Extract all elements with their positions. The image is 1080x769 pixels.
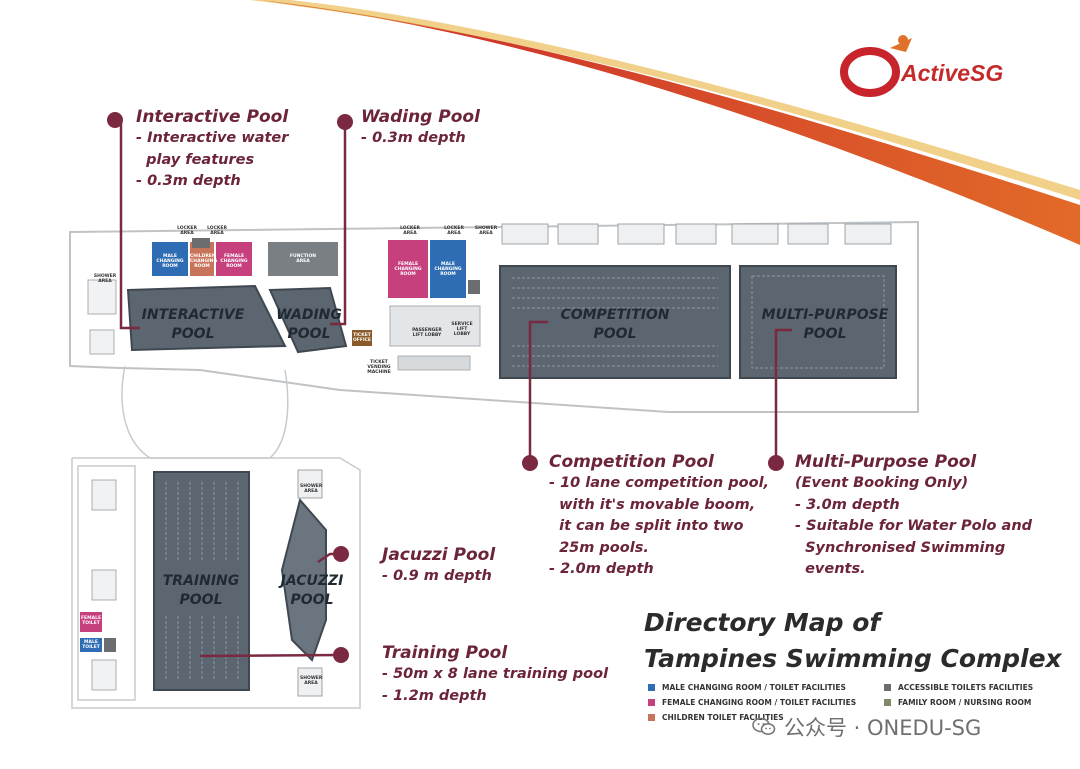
label-female-changing-1: FEMALE CHANGING ROOM: [220, 254, 248, 269]
callout-title: Multi-Purpose Pool: [795, 452, 977, 472]
legend-swatch: [884, 699, 891, 706]
callout-line: - 50m x 8 lane training pool: [382, 666, 609, 682]
callout-line: play features: [136, 151, 255, 168]
legend-item: FAMILY ROOM / NURSING ROOM: [884, 698, 1031, 707]
legend-item: MALE CHANGING ROOM / TOILET FACILITIES: [648, 683, 846, 692]
callout-title: Wading Pool: [361, 107, 480, 127]
label-shower-1: SHOWER AREA: [93, 274, 117, 284]
competition-pool-callout: Competition Pool - 10 lane competition p…: [549, 452, 769, 581]
top-benches: [501, 223, 892, 245]
callout-line: - Interactive water: [136, 130, 289, 146]
callout-line: - 10 lane competition pool,: [549, 475, 770, 491]
jacuzzi-pool-shape: [280, 497, 327, 662]
legend-item: CHILDREN TOILET FACILITIES: [648, 713, 784, 722]
training-pool-shape: [153, 471, 250, 691]
legend-label: FEMALE CHANGING ROOM / TOILET FACILITIES: [662, 698, 857, 707]
multipurpose-pool-marker: [768, 455, 784, 471]
callout-line: - 3.0m depth: [795, 496, 900, 513]
callout-line: it can be split into two: [549, 518, 744, 534]
label-female-toilet: FEMALE TOILET: [80, 616, 102, 626]
callout-title: Competition Pool: [549, 452, 714, 472]
legend-label: CHILDREN TOILET FACILITIES: [662, 713, 784, 722]
wading-pool-shape: [268, 286, 348, 354]
label-children-changing: CHILDREN CHANGING ROOM: [190, 254, 218, 269]
interactive-pool-marker: [107, 112, 123, 128]
callout-line: - Suitable for Water Polo and: [795, 518, 1033, 534]
top-rooms: [87, 238, 481, 371]
callout-line: events.: [795, 561, 866, 577]
label-service-lift: SERVICE LIFT LOBBY: [451, 322, 473, 337]
callout-line: - 0.9 m depth: [382, 568, 492, 584]
walkway-outline: [71, 365, 361, 709]
multipurpose-pool-shape: [739, 265, 897, 379]
watermark: 公众号 · ONEDU-SG: [752, 712, 981, 742]
legend-label: ACCESSIBLE TOILETS FACILITIES: [898, 683, 1034, 692]
interactive-pool-callout: Interactive Pool - Interactive water pla…: [136, 107, 288, 193]
label-ticket-vending: TICKET VENDING MACHINE: [367, 360, 391, 375]
label-passenger-lift: PASSENGER LIFT LOBBY: [412, 328, 442, 338]
label-shower-4: SHOWER AREA: [300, 676, 323, 686]
callout-line: - 2.0m depth: [549, 561, 654, 577]
label-locker-2: LOCKER AREA: [207, 226, 227, 236]
multipurpose-pool-callout: Multi-Purpose Pool (Event Booking Only) …: [795, 452, 1032, 581]
jacuzzi-pool-callout: Jacuzzi Pool - 0.9 m depth: [382, 545, 495, 588]
wading-pool-callout: Wading Pool - 0.3m depth: [361, 107, 480, 150]
interactive-pool-shape: [126, 284, 287, 352]
legend-swatch: [648, 684, 655, 691]
label-function-area: FUNCTION AREA: [289, 254, 317, 264]
label-male-changing-1: MALE CHANGING ROOM: [156, 254, 184, 269]
legend-label: FAMILY ROOM / NURSING ROOM: [898, 698, 1032, 707]
callout-line: (Event Booking Only): [795, 475, 969, 491]
training-pool-callout: Training Pool - 50m x 8 lane training po…: [382, 643, 608, 707]
label-male-changing-2: MALE CHANGING ROOM: [434, 262, 462, 277]
callout-title: Training Pool: [382, 643, 508, 663]
legend-label: MALE CHANGING ROOM / TOILET FACILITIES: [662, 683, 846, 692]
callout-line: - 1.2m depth: [382, 687, 487, 704]
callout-line: with it's movable boom,: [549, 496, 756, 513]
label-locker-3: LOCKER AREA: [400, 226, 420, 236]
callout-line: - 0.3m depth: [136, 173, 241, 189]
activesg-logo-icon: [840, 35, 912, 97]
label-male-toilet: MALE TOILET: [82, 640, 100, 650]
label-locker-4: LOCKER AREA: [444, 226, 464, 236]
legend-swatch: [884, 684, 891, 691]
label-shower-2: SHOWER AREA: [474, 226, 498, 236]
training-pool-marker: [333, 647, 349, 663]
wading-pool-marker: [337, 114, 353, 130]
label-locker-1: LOCKER AREA: [177, 226, 197, 236]
directory-title-line1: Directory Map of: [644, 608, 881, 637]
legend-item: FEMALE CHANGING ROOM / TOILET FACILITIES: [648, 698, 856, 707]
watermark-text: 公众号 · ONEDU-SG: [784, 716, 982, 740]
callout-title: Interactive Pool: [136, 107, 289, 127]
directory-title-line2: Tampines Swimming Complex: [644, 644, 1062, 673]
competition-pool-marker: [522, 455, 538, 471]
callout-line: - 0.3m depth: [361, 130, 466, 146]
legend-item: ACCESSIBLE TOILETS FACILITIES: [884, 683, 1033, 692]
label-ticket-office: TICKET OFFICE: [352, 333, 372, 343]
callout-line: 25m pools.: [549, 539, 649, 556]
jacuzzi-pool-marker: [333, 546, 349, 562]
callout-line: Synchronised Swimming: [795, 539, 1006, 556]
wechat-icon: [752, 717, 776, 737]
bottom-rooms: [80, 469, 323, 697]
legend-swatch: [648, 714, 655, 721]
callout-title: Jacuzzi Pool: [382, 545, 496, 565]
activesg-logo-text: ActiveSG: [901, 60, 1004, 86]
label-shower-3: SHOWER AREA: [300, 484, 323, 494]
label-female-changing-2: FEMALE CHANGING ROOM: [394, 262, 422, 277]
legend-swatch: [648, 699, 655, 706]
